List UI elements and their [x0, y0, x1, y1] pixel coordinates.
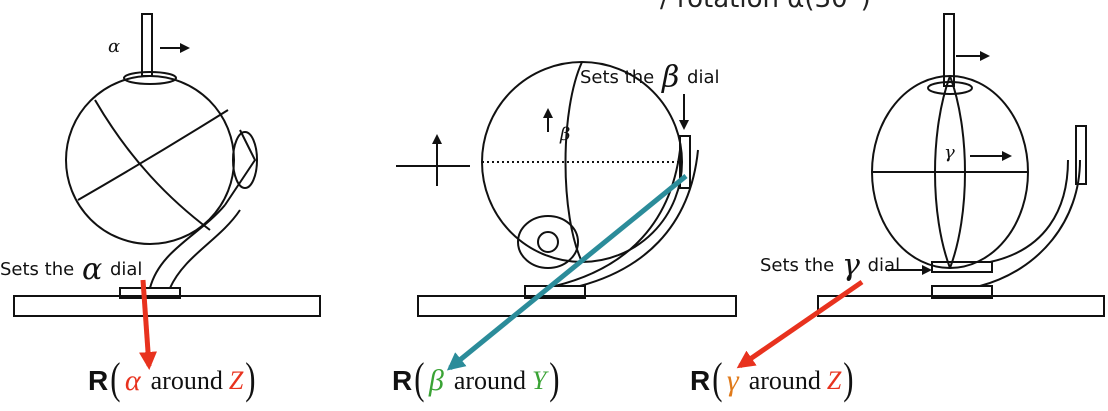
sphere-alpha	[66, 76, 234, 244]
dial-label-gamma: Sets the γ dial	[760, 248, 900, 283]
arm-gamma	[980, 160, 1080, 286]
alpha-shaft-label: α	[108, 36, 120, 57]
gamma-angle-label: γ	[944, 142, 955, 163]
caption-gamma: R ( γ around Z )	[690, 358, 856, 404]
lower-wheel-beta	[518, 216, 578, 268]
caption-beta-axis: Y	[532, 366, 546, 396]
caption-beta-angle: β	[429, 364, 444, 398]
arm-alpha	[150, 205, 225, 288]
dial-label-alpha: Sets the α dial	[0, 252, 142, 287]
shaft-alpha	[142, 14, 152, 76]
caption-beta: R ( β around Y )	[392, 358, 561, 404]
caption-gamma-angle: γ	[727, 364, 739, 398]
beta-angle-label: β	[560, 124, 570, 145]
dial-label-beta: Sets the β dial	[580, 60, 719, 95]
panel-beta-drawing	[396, 62, 736, 316]
caption-gamma-axis: Z	[827, 366, 841, 396]
caption-alpha-axis: Z	[229, 366, 243, 396]
caption-alpha: R ( α around Z )	[88, 358, 258, 404]
dial-gamma	[1076, 126, 1086, 184]
arrow-alpha-to-caption	[143, 280, 149, 366]
caption-alpha-angle: α	[125, 364, 141, 398]
